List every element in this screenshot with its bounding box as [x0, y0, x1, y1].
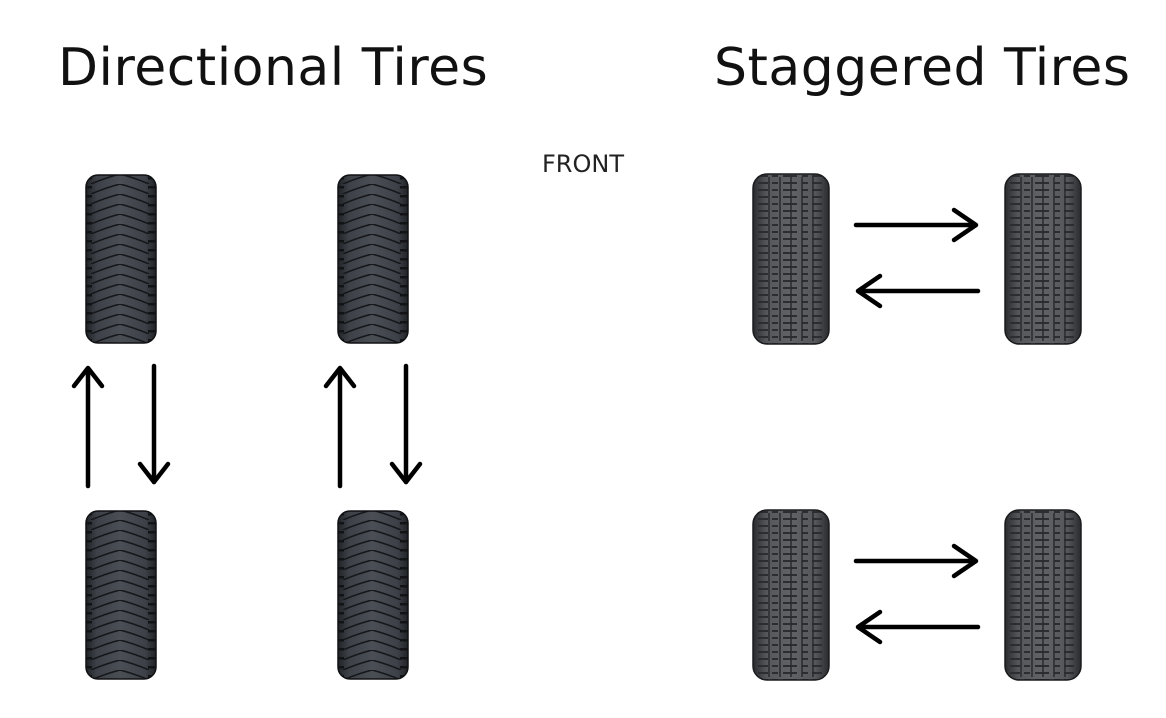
directional-rotation-arrows: [323, 363, 423, 489]
staggered-rotation-arrows-top: [853, 207, 981, 309]
arrow-right-icon: [853, 207, 979, 243]
directional-tire-icon: [337, 174, 409, 344]
arrow-left-icon: [855, 273, 981, 309]
arrow-left-icon: [855, 609, 981, 645]
arrow-down-icon: [137, 363, 171, 485]
directional-tires-title: Directional Tires: [58, 38, 489, 98]
directional-tire-icon: [337, 510, 409, 680]
directional-tire-icon: [85, 174, 157, 344]
arrow-right-icon: [853, 543, 979, 579]
staggered-tire-icon: [752, 509, 830, 681]
staggered-tire-icon: [1004, 173, 1082, 345]
staggered-tires-title: Staggered Tires: [714, 38, 1131, 98]
arrow-up-icon: [323, 365, 357, 489]
staggered-tire-icon: [1004, 509, 1082, 681]
arrow-down-icon: [389, 363, 423, 485]
arrow-up-icon: [71, 365, 105, 489]
front-label: FRONT: [542, 150, 624, 178]
staggered-rotation-arrows-bottom: [853, 543, 981, 645]
directional-rotation-arrows: [71, 363, 171, 489]
directional-tire-icon: [85, 510, 157, 680]
staggered-tire-icon: [752, 173, 830, 345]
